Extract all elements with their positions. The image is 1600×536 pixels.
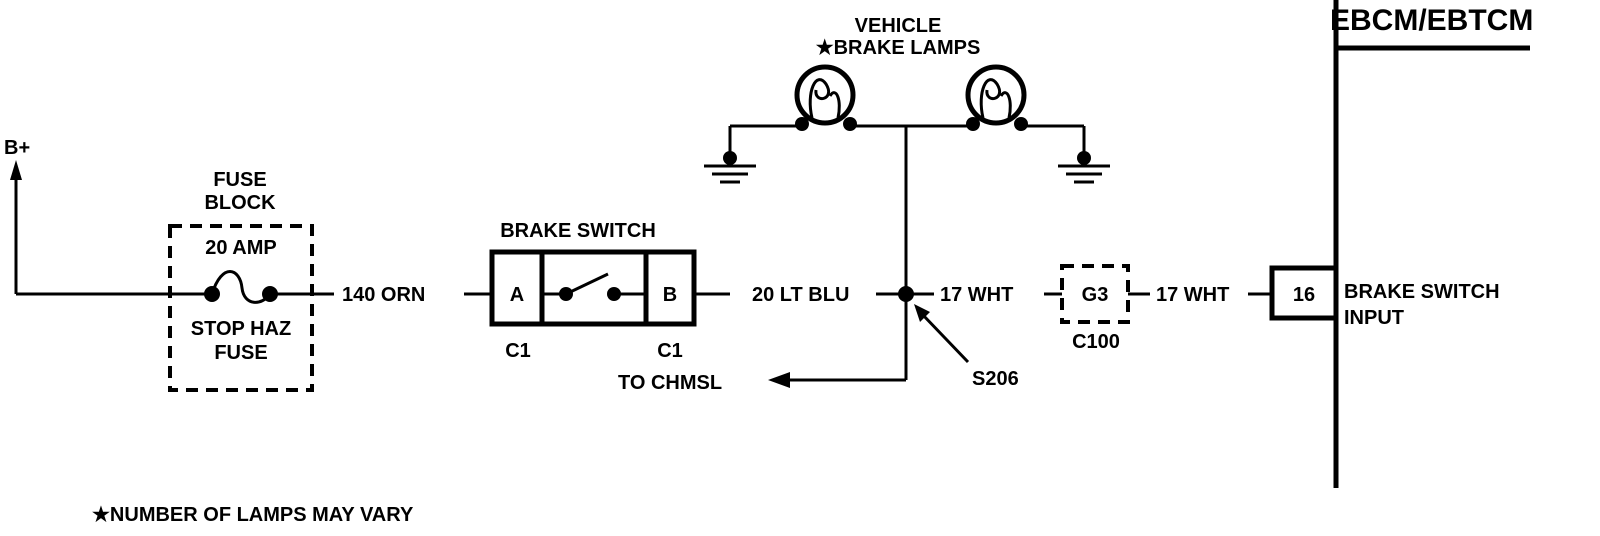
- switch-arm-icon: [565, 272, 609, 296]
- power-feed: B+: [4, 137, 212, 296]
- arrow-left-icon: [768, 372, 790, 388]
- ebcm-module: EBCM/EBTCM: [1330, 0, 1533, 488]
- ground-icon: [704, 151, 756, 184]
- brake-switch-body: [489, 249, 697, 327]
- chmsl-label: TO CHMSL: [618, 372, 722, 394]
- power-label: B+: [4, 137, 30, 159]
- connector-a-label: C1: [505, 340, 531, 362]
- splice-label: S206: [972, 368, 1019, 390]
- wire-label-17-wht-b: 17 WHT: [1156, 284, 1229, 306]
- arrow-up-icon: [10, 160, 22, 180]
- wire-20-lt-blu: 20 LT BLU: [694, 284, 906, 306]
- fuse-block-title-2: BLOCK: [204, 192, 276, 214]
- c100-terminal: G3: [1082, 284, 1109, 306]
- module-title: EBCM/EBTCM: [1330, 4, 1533, 37]
- wire-17-wht-a: 17 WHT: [906, 284, 1062, 306]
- c100-label: C100: [1072, 331, 1120, 353]
- input-label-2: INPUT: [1344, 307, 1404, 329]
- fuse-block: FUSE BLOCK 20 AMP STOP HAZ FUSE: [168, 169, 314, 392]
- wire-label-20-lt-blu: 20 LT BLU: [752, 284, 849, 306]
- brake-switch-title: BRAKE SWITCH: [500, 220, 656, 242]
- pin-box: [1269, 265, 1339, 321]
- fuse-name-2: FUSE: [214, 342, 267, 364]
- footnote: ★NUMBER OF LAMPS MAY VARY: [92, 504, 414, 526]
- pin-number: 16: [1293, 284, 1315, 306]
- bulb-icon: [794, 64, 857, 131]
- module-input: 16 BRAKE SWITCH INPUT: [1269, 265, 1500, 329]
- ground-icon: [1058, 151, 1110, 184]
- inline-connector-c100: G3 C100: [1060, 264, 1130, 353]
- fuse-block-title-1: FUSE: [213, 169, 266, 191]
- wire-label-140-orn: 140 ORN: [342, 284, 425, 306]
- terminal-a: A: [510, 284, 524, 306]
- wire-label-17-wht-a: 17 WHT: [940, 284, 1013, 306]
- wire-140-orn: 140 ORN: [270, 284, 492, 306]
- connector-b-label: C1: [657, 340, 683, 362]
- splice-s206: TO CHMSL S206: [618, 126, 1019, 394]
- input-label-1: BRAKE SWITCH: [1344, 281, 1500, 303]
- lamps-title-2: ★BRAKE LAMPS: [816, 37, 981, 59]
- fuse-rating: 20 AMP: [205, 237, 277, 259]
- brake-switch: BRAKE SWITCH A B C1 C1: [489, 220, 697, 362]
- lamps-title-1: VEHICLE: [855, 15, 942, 37]
- brake-lamps: VEHICLE ★BRAKE LAMPS: [704, 15, 1110, 184]
- fuse-element-icon: [210, 270, 272, 304]
- bulb-icon: [965, 64, 1028, 131]
- wire-17-wht-b: 17 WHT: [1128, 284, 1272, 306]
- pointer-arrow-icon: [914, 304, 930, 322]
- fuse-name-1: STOP HAZ: [191, 318, 291, 340]
- terminal-b: B: [663, 284, 677, 306]
- fuse-block-outline: [168, 224, 314, 392]
